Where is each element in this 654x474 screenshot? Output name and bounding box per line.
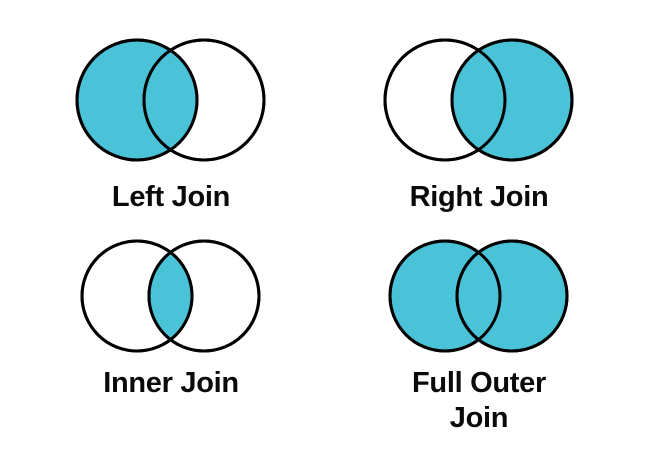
panel-inner-join: Inner Join — [40, 238, 302, 428]
intersection-region — [452, 40, 505, 160]
venn-diagram-full-outer-join — [348, 238, 610, 363]
intersection-region — [144, 40, 197, 160]
right-circle-outline — [455, 239, 569, 353]
panel-label-right-join: Right Join — [409, 181, 549, 213]
panel-left-join: Left Join — [40, 30, 302, 220]
panel-right-join: Right Join — [348, 30, 610, 220]
left-circle-outline — [75, 38, 199, 162]
panel-label-inner-join: Inner Join — [103, 367, 239, 399]
intersection-region — [149, 241, 192, 351]
right-circle-outline — [450, 38, 574, 162]
panel-label-full-outer-join: Full Outer Join — [412, 367, 546, 434]
venn-diagram-left-join — [40, 30, 302, 175]
left-circle-outline — [383, 38, 507, 162]
panel-label-left-join: Left Join — [111, 181, 231, 213]
venn-diagram-inner-join — [40, 238, 302, 363]
venn-diagram-right-join — [348, 30, 610, 175]
right-circle-outline — [142, 38, 266, 162]
left-circle-outline — [80, 239, 194, 353]
right-circle-outline — [147, 239, 261, 353]
left-circle-outline — [388, 239, 502, 353]
panel-full-outer-join: Full Outer Join — [348, 238, 610, 468]
